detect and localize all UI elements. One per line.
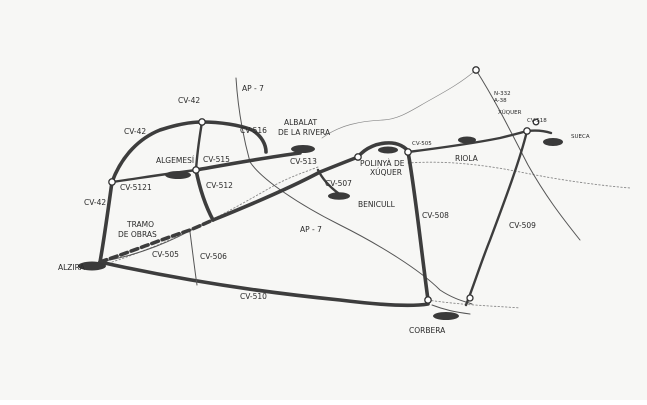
cv508-road <box>406 150 430 302</box>
road-label-cv512: CV-512 <box>206 181 233 190</box>
town-marker-benicull <box>328 192 350 200</box>
cv505-east-road <box>406 129 529 154</box>
town-label-riola: RIOLA <box>455 154 479 163</box>
road-label-cv508: CV-508 <box>422 211 449 220</box>
junction-node <box>472 66 480 74</box>
town-label-corbera: CORBERA <box>409 326 446 335</box>
cv515-road <box>194 151 302 172</box>
n332-road-line <box>475 69 581 241</box>
road-label-cv505: CV-505 <box>412 141 432 147</box>
road-label-cv515: CV-515 <box>203 155 230 164</box>
town-marker-corbera <box>433 312 459 320</box>
cv510-road <box>98 260 430 308</box>
road-label-cv509: CV-509 <box>509 221 536 230</box>
road-label-cv505: CV-505 <box>152 250 179 259</box>
boundary-line <box>407 161 631 189</box>
town-marker-alzira <box>78 261 106 271</box>
junction-node <box>198 118 206 126</box>
junction-node <box>354 153 362 161</box>
road-label-cv5121: CV-5121 <box>120 183 152 192</box>
town-label-polinya: XÚQUER <box>370 168 402 177</box>
town-label-sueca: SUECA <box>571 134 590 140</box>
works-section-dashed <box>98 218 215 264</box>
town-marker-albalat <box>291 145 315 153</box>
road-label-a38: A-38 <box>494 98 507 104</box>
cv507-road <box>316 168 340 195</box>
road-label-cv42: CV-42 <box>178 96 200 105</box>
town-marker-sueca <box>543 138 563 146</box>
road-label-cv513: CV-513 <box>290 157 317 166</box>
town-label-algemesi: ALGEMESÍ <box>156 156 194 165</box>
algemesi-link-road <box>194 120 204 172</box>
town-marker-polinya <box>378 146 398 154</box>
road-label-cv506: CV-506 <box>200 252 227 261</box>
cv42-west-road <box>98 180 114 264</box>
junction-node <box>192 166 200 174</box>
road-label-cv507: CV-507 <box>325 179 352 188</box>
xuquer-river-line <box>321 69 477 139</box>
cv512-road <box>194 168 215 222</box>
ap7-motorway-line <box>235 77 473 305</box>
town-label-benicull: BENICULL <box>358 200 396 209</box>
junction-node <box>108 178 116 186</box>
junction-node <box>523 127 531 135</box>
boundary-line <box>427 299 521 309</box>
town-marker-riola <box>458 136 476 144</box>
town-label-albalat: DE LA RIVERA <box>278 128 331 137</box>
corbera-south-road <box>431 304 471 315</box>
road-label-cv42: CV-42 <box>84 198 106 207</box>
junction-node <box>532 118 540 126</box>
town-label-alzira: ALZIRA <box>58 263 86 272</box>
cv506-road <box>189 231 198 286</box>
works-section-label: TRAMO <box>126 220 154 229</box>
road-label-n332: N-332 <box>494 91 511 97</box>
road-label-cv518: CV-518 <box>527 118 547 124</box>
cv513-road <box>211 155 360 222</box>
road-label-cv42: CV-42 <box>124 127 146 136</box>
junction-node <box>404 148 412 156</box>
junction-node <box>466 294 474 302</box>
cv509-road <box>464 129 529 307</box>
junction-node <box>424 296 432 304</box>
cv5121-road <box>110 168 198 184</box>
road-label-ap7: AP - 7 <box>300 225 322 234</box>
works-section-label: DE OBRAS <box>118 230 157 239</box>
road-label-cv516: CV-516 <box>240 126 267 135</box>
road-label-ap7: AP - 7 <box>242 84 264 93</box>
river-label-xuquer: XÚQUER <box>498 109 522 116</box>
town-label-albalat: ALBALAT <box>284 118 317 127</box>
town-label-polinya: POLINYÀ DE <box>360 159 405 168</box>
road-label-cv510: CV-510 <box>240 292 267 301</box>
town-marker-algemesi <box>165 171 191 179</box>
